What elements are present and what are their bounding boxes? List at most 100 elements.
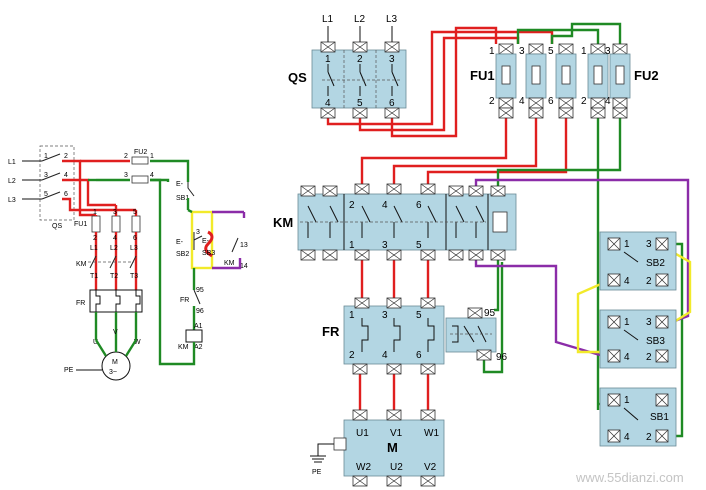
fr-label: FR: [76, 300, 85, 307]
svg-text:6: 6: [133, 235, 137, 242]
sb2-button: 1 3 4 2 SB2: [599, 231, 677, 291]
sb1-button: 1 4 2 SB1: [599, 387, 677, 447]
fr-label: FR: [322, 324, 340, 339]
qs-label: QS: [288, 70, 307, 85]
qs-top-terminals: [320, 41, 400, 53]
svg-text:U2: U2: [390, 462, 403, 473]
svg-text:1: 1: [93, 209, 97, 216]
svg-text:4: 4: [382, 200, 388, 211]
svg-text:3: 3: [605, 46, 611, 57]
qs-dashed-box: [39, 145, 75, 221]
fu2-bottom-fuse: [131, 175, 149, 184]
fu2-top-fuse: [131, 156, 149, 165]
svg-text:3: 3: [124, 172, 128, 179]
svg-text:3: 3: [646, 317, 652, 328]
svg-text:V: V: [113, 329, 118, 336]
svg-text:1: 1: [150, 153, 154, 160]
svg-text:5: 5: [44, 191, 48, 198]
fr-top-terminals: [354, 297, 483, 319]
svg-text:M: M: [112, 359, 118, 366]
svg-text:4: 4: [624, 352, 630, 363]
line-label-l1: L1: [8, 159, 16, 166]
svg-text:6: 6: [548, 96, 554, 107]
svg-text:KM: KM: [178, 344, 189, 351]
svg-text:W: W: [134, 339, 141, 346]
fu1-fuse-2: [111, 215, 121, 233]
svg-text:V1: V1: [390, 428, 403, 439]
svg-text:2: 2: [124, 153, 128, 160]
svg-text:1: 1: [624, 395, 630, 406]
sb1-label: SB1: [176, 195, 189, 202]
svg-text:2: 2: [581, 96, 587, 107]
svg-text:5: 5: [548, 46, 554, 57]
km-label: KM: [76, 261, 87, 268]
km-bottom-terminals: [300, 249, 506, 261]
svg-text:2: 2: [357, 54, 363, 65]
fr-aux-96: 96: [496, 352, 508, 363]
svg-text:1: 1: [624, 239, 630, 250]
svg-text:3~: 3~: [109, 369, 117, 376]
fu1-fuse-block: 1 3 5 2 4 6 FU1: [470, 43, 577, 119]
svg-text:4: 4: [382, 350, 388, 361]
pe-label: PE: [312, 469, 322, 476]
svg-text:4: 4: [605, 96, 611, 107]
line-label-l2: L2: [8, 178, 16, 185]
svg-text:4: 4: [64, 172, 68, 179]
svg-text:3: 3: [646, 239, 652, 250]
svg-text:3: 3: [382, 240, 388, 251]
sb3-button: 1 3 4 2 SB3: [599, 309, 677, 369]
svg-text:2: 2: [349, 200, 355, 211]
svg-text:2: 2: [64, 153, 68, 160]
sb3-label: SB3: [202, 250, 215, 257]
qs-switch: L1 L2 L3 1 2 3 4 5 6 QS: [288, 14, 407, 119]
motor: U1 V1 W1 M W2 U2 V2 PE: [310, 409, 445, 487]
sb1-label: SB1: [650, 412, 669, 423]
km-top-terminals: [300, 183, 506, 197]
fu2-label: FU2: [134, 149, 147, 156]
fu1-fuse-3: [131, 215, 141, 233]
svg-text:2: 2: [646, 432, 652, 443]
svg-text:1: 1: [349, 240, 355, 251]
svg-text:4: 4: [519, 96, 525, 107]
qs-line-l1: L1: [322, 14, 334, 25]
svg-text:A2: A2: [194, 344, 203, 351]
svg-text:6: 6: [416, 200, 422, 211]
svg-text:14: 14: [240, 263, 248, 270]
km-coil: [492, 211, 508, 233]
svg-text:3: 3: [382, 310, 388, 321]
motor-label: M: [387, 440, 398, 455]
svg-text:1: 1: [325, 54, 331, 65]
svg-text:2: 2: [489, 96, 495, 107]
svg-text:5: 5: [416, 310, 422, 321]
qs-line-l3: L3: [386, 14, 398, 25]
svg-text:13: 13: [240, 242, 248, 249]
svg-text:U1: U1: [356, 428, 369, 439]
svg-text:96: 96: [196, 308, 204, 315]
svg-text:95: 95: [196, 287, 204, 294]
fu1-label: FU1: [74, 221, 87, 228]
qs-bottom-terminals: [320, 107, 400, 119]
watermark: www.55dianzi.com: [575, 470, 684, 485]
svg-text:3: 3: [519, 46, 525, 57]
svg-text:1: 1: [581, 46, 587, 57]
qs-line-l2: L2: [354, 14, 366, 25]
svg-text:2: 2: [646, 352, 652, 363]
pe-label: PE: [64, 367, 74, 374]
sb3-label-prefix: E-: [202, 238, 210, 245]
svg-text:4: 4: [150, 172, 154, 179]
left-schematic: L1 L2 L3 1 3 5 2 4 6 QS FU2 2 1 3 4: [8, 145, 248, 381]
svg-text:T2: T2: [110, 273, 118, 280]
svg-text:6: 6: [389, 98, 395, 109]
svg-text:5: 5: [416, 240, 422, 251]
fr-thermal-relay: 1 3 5 2 4 6 95 96 FR: [322, 297, 508, 375]
fu1-label: FU1: [470, 68, 495, 83]
km-label: KM: [273, 215, 293, 230]
svg-text:W2: W2: [356, 462, 371, 473]
svg-text:1: 1: [349, 310, 355, 321]
svg-text:FR: FR: [180, 297, 189, 304]
svg-text:3: 3: [196, 229, 200, 236]
fu1-fuse-1: [91, 215, 101, 233]
svg-text:T1: T1: [90, 273, 98, 280]
sb2-label: SB2: [176, 251, 189, 258]
